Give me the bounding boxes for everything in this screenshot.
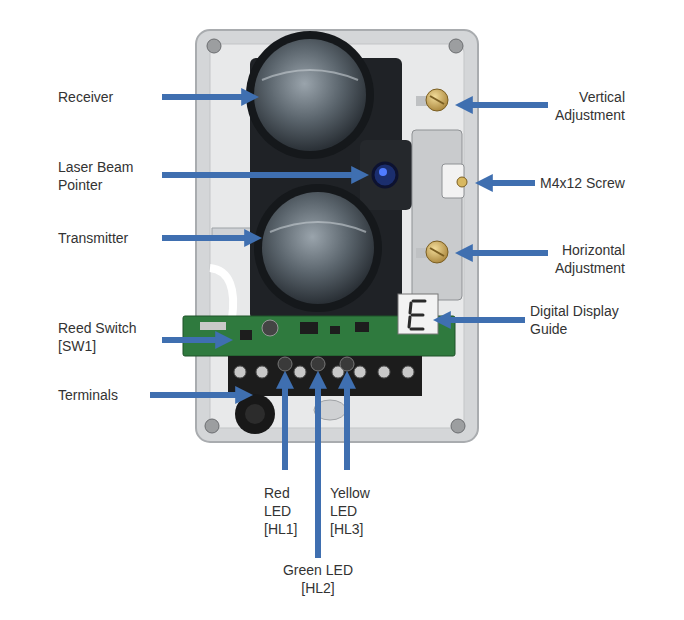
leader-arrows <box>150 97 548 558</box>
screw-slot <box>430 96 444 104</box>
cable-gland <box>235 394 275 434</box>
leader-arrow <box>162 172 362 178</box>
part-label: Horizontal Adjustment <box>535 241 625 277</box>
part-label: Receiver <box>58 88 168 106</box>
leader-arrow <box>315 378 321 558</box>
leader-arrow <box>344 378 350 470</box>
red-led <box>278 357 292 371</box>
leader-arrow <box>282 378 288 470</box>
cable-gland-hole <box>245 404 265 424</box>
terminal-block <box>228 356 422 396</box>
part-label: M4x12 Screw <box>540 174 660 192</box>
transmitter-ring <box>254 184 382 312</box>
digital-display <box>398 294 438 334</box>
leader-arrow <box>162 235 255 241</box>
yellow-led <box>340 357 354 371</box>
receiver-ring <box>246 31 374 159</box>
part-label: Reed Switch [SW1] <box>58 319 148 355</box>
leader-arrow <box>162 337 226 343</box>
green-led <box>311 357 325 371</box>
reed-switch <box>200 322 226 330</box>
part-label: Terminals <box>58 386 158 404</box>
part-label: Laser Beam Pointer <box>58 158 153 194</box>
bracket <box>412 130 462 300</box>
transmitter-lens <box>262 192 374 304</box>
screw-slot <box>430 248 444 256</box>
horizontal-adjustment-screw <box>426 241 448 263</box>
part-label: Yellow LED [HL3] <box>330 484 382 538</box>
display-segments <box>409 301 425 329</box>
leader-arrow <box>150 392 246 398</box>
leader-arrow <box>462 102 548 108</box>
pointer-housing <box>360 140 412 210</box>
leader-arrow <box>462 250 548 256</box>
leader-arrow <box>482 180 535 186</box>
part-label: Digital Display Guide <box>530 302 642 338</box>
components <box>240 322 369 340</box>
laser-pointer <box>373 163 397 187</box>
m4-screw <box>457 177 467 187</box>
part-label: Vertical Adjustment <box>535 88 625 124</box>
part-label: Green LED [HL2] <box>276 561 360 597</box>
receiver-lens <box>254 39 366 151</box>
leader-arrow <box>440 317 525 323</box>
leader-arrow <box>162 94 252 100</box>
laser-pointer-glint <box>379 168 387 176</box>
vertical-adjustment-screw <box>426 89 448 111</box>
wire <box>210 268 233 318</box>
capacitor <box>262 320 278 336</box>
part-label: Transmitter <box>58 229 168 247</box>
part-label: Red LED [HL1] <box>264 484 304 538</box>
lens-reflection <box>270 222 366 232</box>
lens-reflection <box>262 70 358 80</box>
